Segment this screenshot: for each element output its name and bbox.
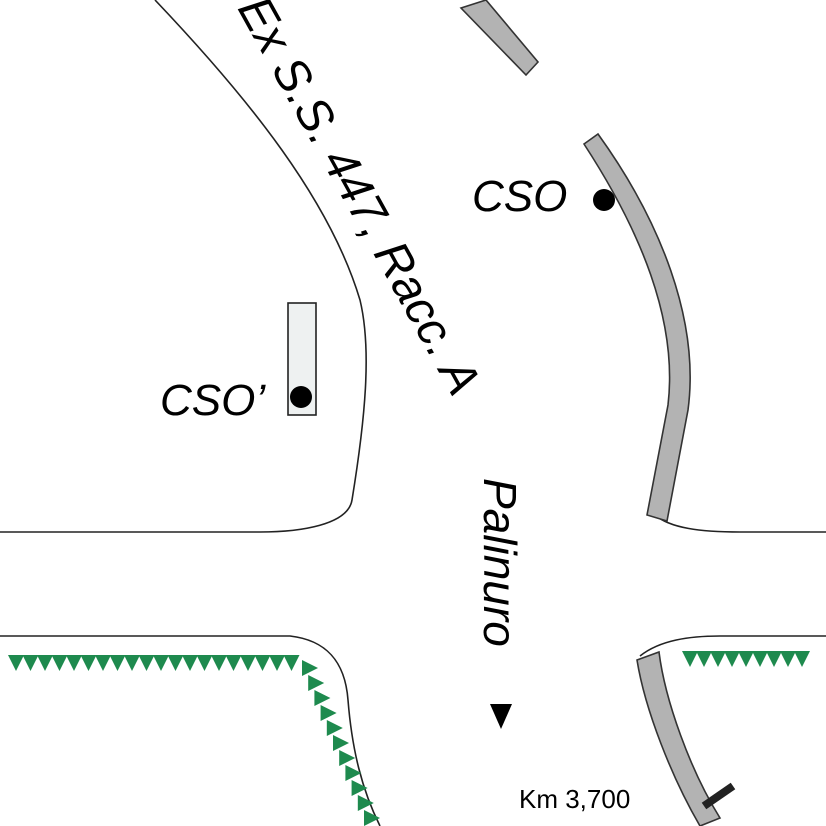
hedge-triangle: [302, 660, 318, 676]
hedge-triangle: [766, 651, 782, 667]
km-marker-tick: [701, 782, 736, 810]
hedge-triangle: [357, 795, 374, 811]
hedge-triangle: [339, 750, 356, 766]
hedge-triangle: [696, 651, 712, 667]
hedge-triangle: [794, 651, 810, 667]
cso-label: CSO: [472, 172, 567, 221]
hedge-triangle: [109, 655, 126, 671]
cso-prime-point[interactable]: [290, 386, 312, 408]
hedge-triangle: [738, 651, 754, 667]
hedge-triangle: [308, 675, 325, 691]
hedge-triangle: [8, 655, 24, 671]
hedge-triangle: [240, 655, 256, 671]
road-edge-upper-right: [654, 514, 826, 533]
hedge-triangle: [95, 655, 111, 671]
direction-label: Palinuro: [474, 478, 526, 647]
hedge-triangle: [66, 655, 82, 671]
hedge-triangle: [37, 655, 53, 671]
hedge-triangle: [211, 655, 227, 671]
hedge-triangle: [682, 651, 698, 667]
hedge-triangle: [124, 655, 140, 671]
road-edge-lower-left: [0, 635, 381, 826]
hedge-triangle: [710, 651, 726, 667]
road-name-label: Ex S.S. 447, Racc. A: [227, 0, 490, 404]
hedge-triangle: [196, 655, 213, 671]
cso-prime-label: CSO’: [160, 376, 266, 425]
hedge-triangle: [333, 735, 349, 751]
hedge-triangle: [320, 705, 337, 721]
hedge-triangle: [138, 655, 155, 671]
hedge-triangle: [269, 655, 285, 671]
hedge-triangle: [326, 720, 343, 736]
hedge-triangle: [752, 651, 768, 667]
vegetation-hedges: [8, 651, 810, 826]
hedge-triangle: [351, 780, 368, 796]
cso-point[interactable]: [593, 189, 615, 211]
road-edge-lower-right: [639, 635, 826, 657]
arrow-down-icon: [490, 704, 512, 729]
hedge-triangle: [314, 690, 331, 706]
hedge-triangle: [780, 651, 796, 667]
km-marker-label: Km 3,700: [519, 784, 630, 814]
kerb-lower-right: [636, 650, 722, 826]
hedge-triangle: [364, 810, 380, 826]
hedge-triangle: [167, 655, 184, 671]
hedge-triangle: [153, 655, 169, 671]
kerb-right: [582, 132, 691, 523]
hedge-triangle: [283, 655, 300, 671]
hedge-triangle: [345, 765, 362, 781]
hedge-triangle: [182, 655, 198, 671]
hedge-triangle: [254, 655, 271, 671]
hedge-triangle: [51, 655, 68, 671]
road-edge-upper-left: [0, 0, 367, 533]
hedge-triangle: [22, 655, 39, 671]
hedge-triangle: [724, 651, 740, 667]
hedge-triangle: [225, 655, 242, 671]
kerb-top: [459, 0, 540, 77]
hedge-triangle: [80, 655, 97, 671]
